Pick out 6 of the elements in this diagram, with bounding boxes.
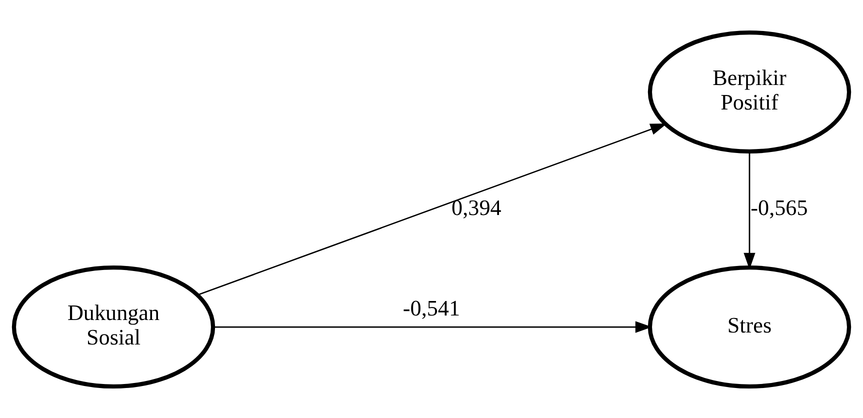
edge-label: -0,541	[402, 295, 460, 320]
arrow	[198, 123, 668, 295]
edge-label: -0,565	[750, 194, 808, 220]
node-ellipse: Stres	[648, 265, 852, 388]
node-ellipse: Dukungan Sosial	[12, 265, 216, 388]
edge-label: 0,394	[452, 194, 502, 220]
